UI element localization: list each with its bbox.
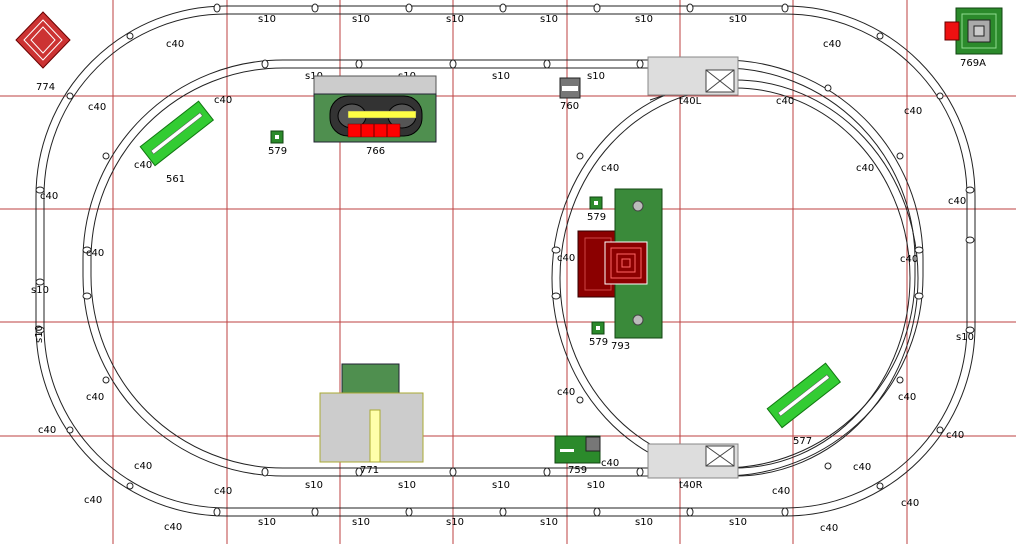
track-label: c40 (214, 486, 232, 497)
rail-joiners (35, 3, 975, 517)
accessory-label: 561 (166, 174, 185, 185)
turnout-label: t40R (679, 480, 703, 491)
track-label: c40 (772, 486, 790, 497)
accessory-label: 759 (568, 465, 587, 476)
track-label: c40 (134, 160, 152, 171)
track-label: s10 (540, 517, 558, 528)
track-label: c40 (823, 39, 841, 50)
track-label: c40 (38, 425, 56, 436)
track-label: c40 (88, 102, 106, 113)
turnout-t40L[interactable]: t40L (647, 56, 739, 107)
accessory-759[interactable]: 759 (554, 435, 601, 476)
track-label: s10 (305, 480, 323, 491)
track-label: c40 (776, 96, 794, 107)
accessory-label: 766 (366, 146, 385, 157)
track-label: s10 (729, 517, 747, 528)
track-label: c40 (40, 191, 58, 202)
inner-bottom-labels: s10 s10 s10 s10 (305, 480, 605, 491)
track-label: s10 (258, 14, 276, 25)
accessory-771[interactable]: 771 (319, 363, 424, 476)
accessory-label: 579 (587, 212, 606, 223)
track-label: c40 (166, 39, 184, 50)
track-label: c40 (214, 95, 232, 106)
track-label: c40 (904, 106, 922, 117)
accessory-577[interactable]: 577 (766, 362, 842, 447)
track-label: s10 (729, 14, 747, 25)
accessory-793[interactable]: 793 (577, 188, 663, 352)
track-label: c40 (898, 392, 916, 403)
track-label: s10 (258, 517, 276, 528)
track-label: c40 (946, 430, 964, 441)
track-label: s10 (956, 332, 974, 343)
accessory-561[interactable]: 561 (139, 100, 215, 185)
track-label: c40 (853, 462, 871, 473)
track-label: s10 (446, 517, 464, 528)
track-label: s10 (635, 14, 653, 25)
track-label: s10 (540, 14, 558, 25)
track-label: s10 (492, 480, 510, 491)
accessory-760[interactable]: 760 (559, 77, 581, 112)
accessory-579-left[interactable]: 579 (268, 130, 287, 157)
track-label: s10 (492, 71, 510, 82)
track-label: c40 (164, 522, 182, 533)
accessory-579-top[interactable]: 579 (587, 196, 606, 223)
accessory-774[interactable]: 774 (15, 11, 71, 93)
accessory-label: 579 (589, 337, 608, 348)
accessory-label: 793 (611, 341, 630, 352)
outer-bottom-labels: s10 s10 s10 s10 s10 s10 (258, 517, 747, 528)
track-label: c40 (948, 196, 966, 207)
track-label: s10 (446, 14, 464, 25)
track-label: c40 (557, 253, 575, 264)
turnout-label: t40L (679, 96, 702, 107)
accessory-label: 769A (960, 58, 986, 69)
accessory-579-bottom[interactable]: 579 (589, 321, 608, 348)
outer-loop-track[interactable] (35, 5, 976, 517)
turnout-t40R[interactable]: t40R (647, 443, 739, 491)
track-label: c40 (134, 461, 152, 472)
track-label: c40 (901, 498, 919, 509)
side-labels: s10 s10 s10 (31, 285, 974, 343)
track-label: s10 (587, 480, 605, 491)
outer-top-labels: s10 s10 s10 s10 s10 s10 (258, 14, 747, 25)
accessory-766[interactable]: 766 (313, 75, 437, 157)
accessory-label: 579 (268, 146, 287, 157)
inner-loop-track[interactable] (82, 59, 924, 477)
track-label: s10 (635, 517, 653, 528)
track-label: c40 (557, 387, 575, 398)
track-label: c40 (820, 523, 838, 534)
track-label: c40 (84, 495, 102, 506)
track-label: c40 (601, 458, 619, 469)
accessory-label: 760 (560, 101, 579, 112)
accessory-label: 774 (36, 82, 55, 93)
track-label: c40 (856, 163, 874, 174)
track-label: c40 (86, 248, 104, 259)
track-label: c40 (86, 392, 104, 403)
track-label: c40 (601, 163, 619, 174)
accessory-label: 771 (360, 465, 379, 476)
track-label: s10 (352, 517, 370, 528)
track-label: s10 (587, 71, 605, 82)
track-label: s10 (34, 325, 45, 343)
curve-labels: c40 c40 c40 c40 c40 c40 c40 c40 c40 c40 … (38, 39, 966, 534)
accessory-label: 577 (793, 436, 812, 447)
track-label: s10 (352, 14, 370, 25)
track-label: s10 (398, 480, 416, 491)
track-label: c40 (900, 254, 918, 265)
accessory-769A[interactable]: 769A (944, 7, 1003, 69)
track-label: s10 (31, 285, 49, 296)
